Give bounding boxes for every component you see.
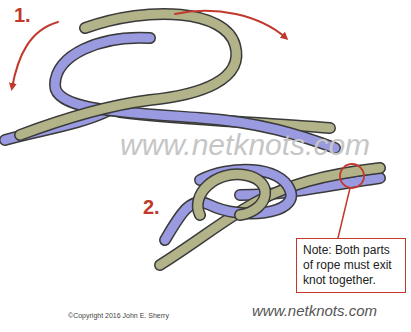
- direction-arrow: [12, 22, 58, 88]
- leader-line: [338, 188, 350, 238]
- note-box: Note: Both parts of rope must exit knot …: [296, 238, 406, 293]
- step-number: 2.: [143, 196, 160, 219]
- step1-ropes: [5, 14, 335, 148]
- note-text: Note: Both parts of rope must exit knot …: [303, 243, 399, 288]
- website: www.netknots.com: [252, 302, 377, 319]
- step-number: 1.: [14, 4, 31, 27]
- watermark: www.netknots.com: [120, 128, 370, 162]
- copyright: ©Copyright 2016 John E. Sherry: [68, 312, 169, 319]
- direction-arrow: [175, 11, 286, 38]
- highlight-circle: [340, 164, 364, 188]
